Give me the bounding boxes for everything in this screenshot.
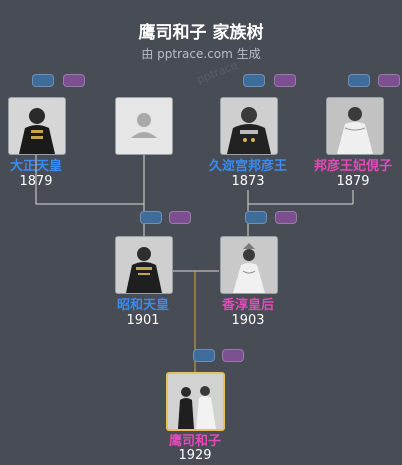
person-name-kuninomiya[interactable]: 久迩宫邦彦王 bbox=[208, 159, 287, 174]
expand-button-taisho-father[interactable] bbox=[32, 74, 54, 87]
avatar-kuninomiya[interactable] bbox=[220, 97, 278, 155]
person-year-chikako: 1879 bbox=[336, 174, 370, 189]
connector-kuninomiya bbox=[247, 190, 353, 205]
person-placeholder-icon bbox=[116, 98, 172, 154]
expand-button-showa-mother[interactable] bbox=[169, 211, 191, 224]
person-year-showa: 1901 bbox=[126, 313, 160, 328]
expand-button-taisho-mother[interactable] bbox=[63, 74, 85, 87]
person-name-kazuko[interactable]: 鹰司和子 bbox=[168, 434, 221, 449]
expand-button-kuninomiya-mother[interactable] bbox=[274, 74, 296, 87]
page-subtitle: 由 pptrace.com 生成 bbox=[141, 47, 261, 61]
person-year-kazuko: 1929 bbox=[178, 448, 212, 463]
expand-button-chikako-mother[interactable] bbox=[378, 74, 400, 87]
portrait-icon bbox=[168, 374, 223, 429]
person-year-kojun: 1903 bbox=[231, 313, 265, 328]
portrait-icon bbox=[9, 98, 65, 154]
person-name-chikako[interactable]: 邦彦王妃俔子 bbox=[313, 159, 392, 174]
expand-button-kazuko-mother[interactable] bbox=[222, 349, 244, 362]
expand-button-chikako-father[interactable] bbox=[348, 74, 370, 87]
avatar-kazuko[interactable] bbox=[166, 372, 225, 431]
person-name-kojun[interactable]: 香淳皇后 bbox=[221, 298, 274, 313]
person-year-taisho: 1879 bbox=[19, 174, 53, 189]
expand-button-kojun-father[interactable] bbox=[245, 211, 267, 224]
person-name-showa[interactable]: 昭和天皇 bbox=[116, 298, 169, 313]
expand-button-kojun-mother[interactable] bbox=[275, 211, 297, 224]
avatar-taisho[interactable] bbox=[8, 97, 66, 155]
avatar-unknown[interactable] bbox=[115, 97, 173, 155]
portrait-icon bbox=[221, 237, 277, 293]
avatar-kojun[interactable] bbox=[220, 236, 278, 294]
person-name-taisho[interactable]: 大正天皇 bbox=[9, 159, 62, 174]
expand-button-showa-father[interactable] bbox=[140, 211, 162, 224]
avatar-showa[interactable] bbox=[115, 236, 173, 294]
expand-button-kazuko-father[interactable] bbox=[193, 349, 215, 362]
portrait-icon bbox=[327, 98, 383, 154]
portrait-icon bbox=[221, 98, 277, 154]
connector-taisho bbox=[35, 154, 144, 205]
page-title: 鹰司和子 家族树 bbox=[138, 23, 264, 43]
avatar-chikako[interactable] bbox=[326, 97, 384, 155]
expand-button-kuninomiya-father[interactable] bbox=[243, 74, 265, 87]
portrait-icon bbox=[116, 237, 172, 293]
person-year-kuninomiya: 1873 bbox=[231, 174, 265, 189]
